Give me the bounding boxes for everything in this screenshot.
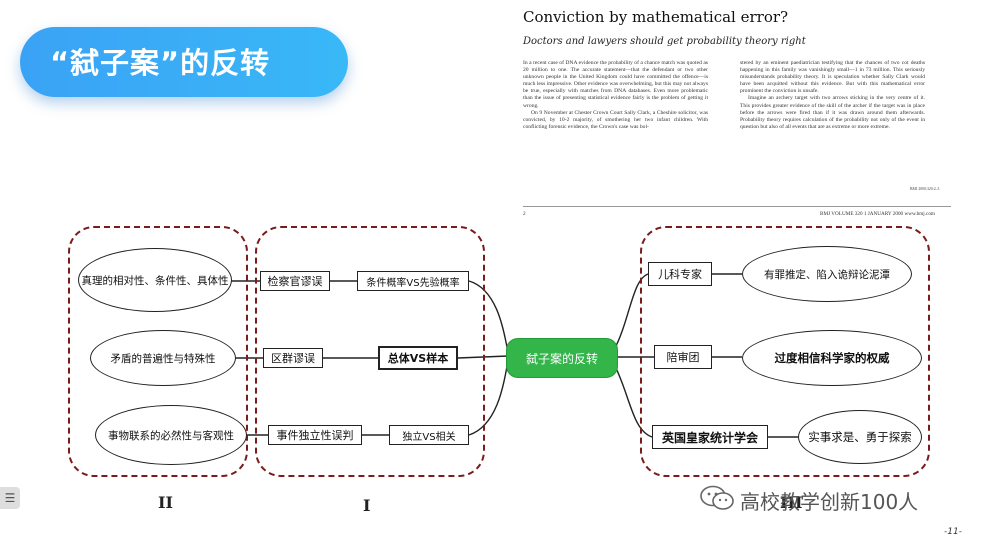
wechat-icon <box>700 485 734 516</box>
connector-line <box>613 363 653 438</box>
node-independent-vs-correlated: 独立VS相关 <box>389 425 469 445</box>
watermark: 高校教学创新100人 <box>700 485 918 516</box>
ellipse-presumption-guilt: 有罪推定、陷入诡辩论泥潭 <box>742 246 912 302</box>
node-royal-statistical-society: 英国皇家统计学会 <box>652 425 768 449</box>
article-paragraph: On 9 November at Chester Crown Court Sal… <box>523 109 708 130</box>
node-jury: 陪审团 <box>654 345 712 369</box>
article-title: Conviction by mathematical error? <box>523 8 789 26</box>
menu-button[interactable]: ☰ <box>0 487 20 509</box>
article-reference: BMJ 2000;320:2–3 <box>910 187 940 191</box>
connector-line <box>613 273 649 351</box>
group-label-iii: III <box>780 493 803 512</box>
node-conditional-vs-prior: 条件概率VS先验概率 <box>357 271 469 291</box>
article-subtitle: Doctors and lawyers should get probabili… <box>523 36 806 47</box>
ellipse-seek-truth: 实事求是、勇于探索 <box>798 410 922 464</box>
ellipse-necessity: 事物联系的必然性与客观性 <box>95 405 247 465</box>
node-prosecutor-fallacy: 检察官谬误 <box>260 271 330 291</box>
ellipse-trust-authority: 过度相信科学家的权威 <box>742 330 922 386</box>
group-box-i <box>255 226 485 477</box>
article-column-left: In a recent case of DNA evidence the pro… <box>523 60 708 131</box>
article-paragraph: Imagine an archery target with two arrow… <box>740 95 925 130</box>
node-independence-misjudgment: 事件独立性误判 <box>268 425 362 445</box>
watermark-text: 高校教学创新100人 <box>740 490 919 514</box>
title-banner <box>20 27 348 97</box>
article-paragraph: stered by an eminent paediatrician testi… <box>740 60 925 95</box>
node-pediatrician: 儿科专家 <box>648 262 712 286</box>
central-node: 弑子案的反转 <box>506 338 618 378</box>
slide-title: “弑子案”的反转 <box>50 46 271 80</box>
group-box-iii <box>640 226 930 477</box>
menu-icon: ☰ <box>4 491 16 505</box>
group-label-ii: II <box>158 493 173 512</box>
article-page-number: 2 <box>523 211 526 217</box>
ellipse-contradiction: 矛盾的普遍性与特殊性 <box>90 330 236 386</box>
ellipse-truth-relativity: 真理的相对性、条件性、具体性 <box>78 248 232 312</box>
article-paragraph: In a recent case of DNA evidence the pro… <box>523 60 708 109</box>
group-label-i: I <box>363 496 371 515</box>
page-number: -11- <box>944 527 962 537</box>
article-footer: BMJ VOLUME 320 1 JANUARY 2000 www.bmj.co… <box>820 211 935 217</box>
node-population-vs-sample: 总体VS样本 <box>378 346 458 370</box>
article-divider <box>523 206 951 207</box>
group-box-ii <box>68 226 248 477</box>
article-column-right: stered by an eminent paediatrician testi… <box>740 60 925 131</box>
node-ecological-fallacy: 区群谬误 <box>263 348 323 368</box>
